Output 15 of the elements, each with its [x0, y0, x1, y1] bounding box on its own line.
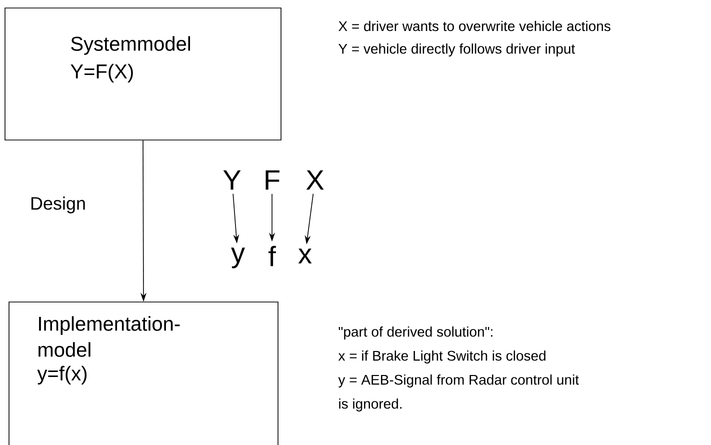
variable-letter: y [231, 248, 245, 268]
note-text: Y = vehicle directly follows driver input [338, 43, 575, 56]
variable-letter: Y [223, 170, 241, 190]
model-box: Implementation-model y=f(x) [8, 302, 278, 445]
note-text: X = driver wants to overwrite vehicle actions [338, 20, 610, 32]
variable-letter: X [306, 170, 324, 190]
note-text: x = if Brake Light Switch is closed [338, 350, 546, 364]
note-text: is ignored. [339, 398, 402, 412]
variable-letter: F [266, 170, 280, 190]
model-box: Systemmodel Y=F(X) [4, 8, 282, 140]
variable-letter: f [268, 246, 276, 266]
variable-letter: x [298, 248, 312, 264]
note-text: "part of derived solution": [338, 326, 492, 340]
note-text: y = AEB-Signal from Radar control unit [338, 374, 579, 388]
edge-label: Design [31, 196, 85, 214]
